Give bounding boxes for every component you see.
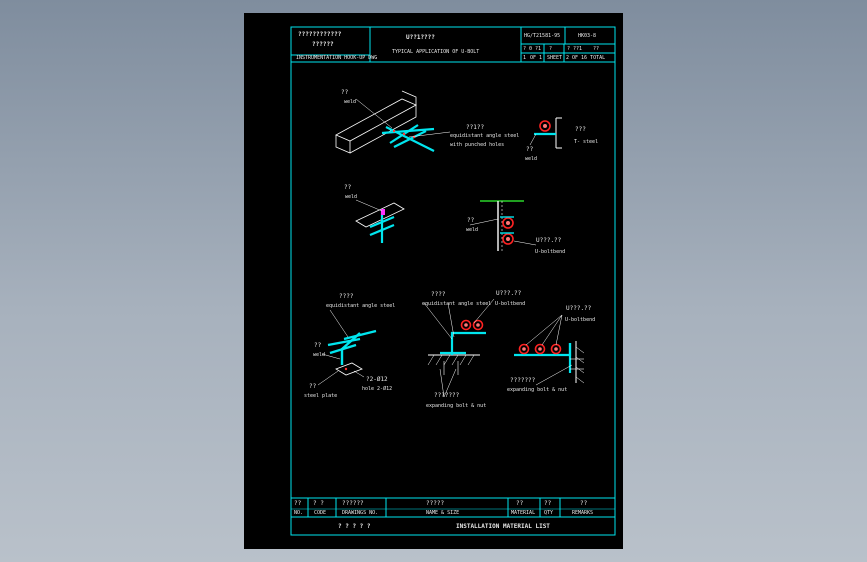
plate-label-en: steel plate [304,393,338,399]
ml-header-remarks-en: REMARKS [572,510,594,516]
weld5-label-cn: ?? [314,342,322,349]
ml-header-material-cn: ?? [516,500,524,507]
sheet-row1-a: ? 0 ?1 [523,46,542,52]
detail-weld-angle [355,199,405,243]
weld4-label-cn: ?? [467,217,475,224]
weld5-label-en: weld [313,352,326,358]
weld2-label-cn: ?? [526,146,534,153]
angle1-label-en2: with punched holes [450,142,505,148]
title-left-cn: ???????????? [298,31,342,38]
weld4-label-en: weld [466,227,479,233]
ml-header-code-cn: ? ? [313,500,324,507]
ubolt1-label-en: U-boltbend [535,249,566,255]
ml-header-name-cn: ????? [426,500,445,507]
weld3-label-cn: ?? [344,184,352,191]
ubolt3-label-cn: U???.?? [566,305,592,312]
cad-drawing [290,26,616,536]
tsteel-label-cn: ??? [575,126,586,133]
ml-header-remarks-cn: ?? [580,500,588,507]
ml-header-qty-cn: ?? [544,500,552,507]
angle2-label-cn: ???? [339,293,354,300]
angle1-label-en: equidistant angle steel [450,133,520,139]
hole-label-en: hole 2-Ø12 [362,386,393,392]
detail-expanding-bolt-2 [514,314,585,386]
detail-vertical-ubolt [469,200,537,251]
title-left-en: INSTRUMENTATION HOOK-UP DWG [296,55,378,61]
title-left-cn2: ?????? [312,41,334,48]
sheet-row2-b: OF 1 [530,55,543,61]
inner-border [290,26,616,536]
ml-header-qty-en: QTY [544,510,554,516]
ml-header-drawing-en: DRAWINGS NO. [342,510,379,516]
expbolt2-label-cn: ??????? [510,377,536,384]
drawing-sheet: ???????????? ?????? INSTRUMENTATION HOOK… [244,13,623,549]
plate-label-cn: ?? [309,383,317,390]
weld1-label-en: weld [344,99,357,105]
weld3-label-en: weld [345,194,358,200]
angle3-label-en: equidistant angle steel [422,301,492,307]
detail-beam-angle [335,90,451,154]
detail-tsteel [529,117,562,149]
expbolt2-label-en: expanding bolt & nut [507,387,568,393]
weld2-label-en: weld [525,156,538,162]
angle2-label-en: equidistant angle steel [326,303,396,309]
title-center-cn: U??1???? [406,34,435,41]
detail-steel-plate [317,309,377,386]
sheet-row2-c: SHEET [547,55,563,61]
tsteel-label-en: T- steel [574,139,599,145]
sheet-row1-b: ? [549,46,553,52]
ml-header-name-en: NAME & SIZE [426,510,460,516]
hole-label-cn: ?2-Ø12 [366,376,388,383]
ubolt2-label-en: U-boltbend [495,301,526,307]
ml-header-material-en: MATERIAL [511,510,536,516]
sheet-row2-e: OF 16 TOTAL [572,55,606,61]
ml-header-code-en: CODE [314,510,327,516]
ubolt2-label-cn: U???.?? [496,290,522,297]
sheet-row2-d: 2 [566,55,570,61]
ml-header-no-en: NO. [294,510,304,516]
sheet-row1-d: ?? [593,46,600,52]
sheet-row1-c: ? ??1 [567,46,583,52]
weld1-label-cn: ?? [341,89,349,96]
ubolt3-label-en: U-boltbend [565,317,596,323]
doc-code: HG/T21581-95 [524,33,561,39]
title-center-en: TYPICAL APPLICATION OF U-BOLT [392,49,480,55]
expbolt1-label-en: expanding bolt & nut [426,403,487,409]
expbolt1-label-cn: ??????? [434,392,460,399]
ml-header-no-cn: ?? [294,500,302,507]
doc-number: HK03-8 [578,33,597,39]
sheet-row2-a: 1 [523,55,527,61]
ml-header-drawing-cn: ?????? [342,500,364,507]
angle1-label-cn: ??1?? [466,124,485,131]
detail-expanding-bolt-1 [423,298,495,398]
angle3-label-cn: ???? [431,291,446,298]
ml-footer-en: INSTALLATION MATERIAL LIST [456,523,550,530]
ubolt1-label-cn: U???.?? [536,237,562,244]
ml-footer-cn: ? ? ? ? ? [338,523,371,530]
